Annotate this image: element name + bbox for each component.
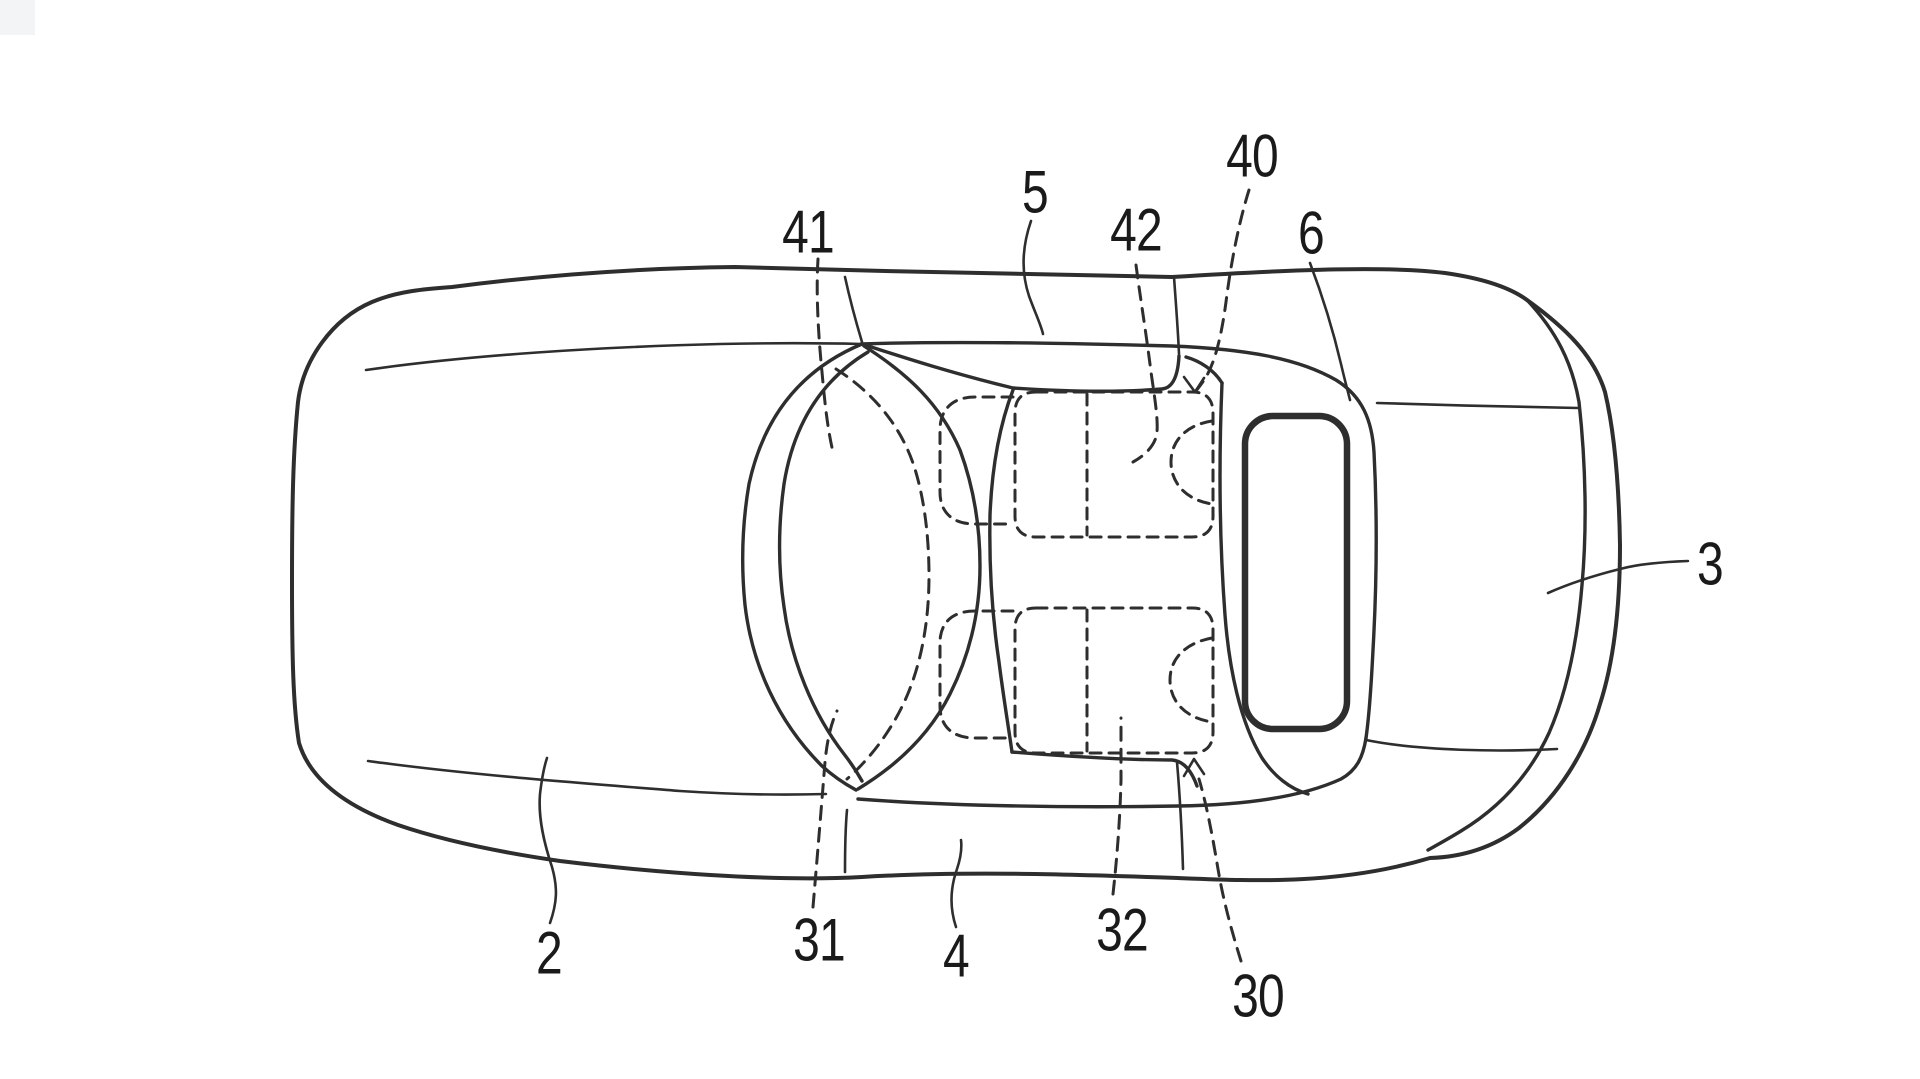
scan-corner-artifact	[0, 0, 35, 35]
leader-line-2	[538, 756, 558, 925]
leader-line-4	[950, 838, 963, 929]
windshield-inner-arc	[777, 350, 870, 783]
rear-deck-upper-line	[1375, 401, 1580, 410]
cowl-dashed-arc	[834, 367, 931, 781]
roof-panel-left-edge	[1218, 381, 1310, 796]
part-number-label-31: 31	[793, 906, 846, 974]
leader-line-31	[811, 709, 839, 909]
roof-panel-top-hook	[1184, 355, 1224, 385]
seat-upper-headrest	[1169, 419, 1214, 506]
part-number-label-41: 41	[782, 198, 835, 266]
car-body-outline	[290, 265, 1622, 883]
seat-lower-headrest	[1168, 636, 1214, 724]
leader-line-5	[1022, 219, 1045, 336]
leader-line-32	[1111, 716, 1123, 896]
part-number-label-2: 2	[536, 919, 563, 987]
hood-crease-lower	[366, 759, 828, 796]
visor-box-upper	[938, 395, 1015, 526]
seat-upper-outline	[1013, 390, 1215, 539]
door-seam-rear-bottom	[1175, 760, 1185, 871]
door-seam-front-top	[843, 275, 864, 344]
part-number-label-6: 6	[1298, 199, 1325, 267]
visor-box-lower	[938, 609, 1015, 740]
beltline-sweep	[859, 340, 1378, 740]
arrowhead-40	[1182, 375, 1206, 394]
part-number-label-42: 42	[1110, 196, 1163, 264]
cabin-bottom-edge	[1010, 750, 1199, 788]
part-number-label-32: 32	[1096, 896, 1149, 964]
leader-line-41	[815, 257, 835, 454]
rear-deck-lower-line	[1364, 738, 1559, 752]
windshield-outer-arc	[740, 342, 864, 792]
door-seam-rear-top	[1172, 275, 1181, 356]
leader-line-40	[1194, 188, 1251, 393]
cowl-band-inner	[988, 388, 1015, 754]
part-number-label-5: 5	[1022, 158, 1049, 226]
arrowhead-30	[1182, 757, 1206, 778]
part-number-label-4: 4	[943, 922, 970, 990]
part-number-label-30: 30	[1232, 962, 1285, 1030]
leader-line-30	[1197, 777, 1243, 963]
leader-line-3	[1546, 559, 1690, 595]
cowl-band-outer	[856, 344, 982, 791]
seat-lower-outline	[1013, 606, 1215, 755]
rocker-roof-bottom-line	[856, 736, 1368, 809]
hood-crease-upper	[364, 341, 863, 372]
part-number-label-40: 40	[1226, 122, 1279, 190]
cabin-top-edge	[860, 342, 1181, 393]
door-seam-front-bottom	[843, 808, 849, 874]
leader-line-42	[1131, 263, 1159, 464]
part-number-label-3: 3	[1697, 530, 1724, 598]
leader-line-6	[1308, 261, 1352, 402]
trunk-seam-line	[1426, 298, 1587, 852]
rear-window	[1241, 412, 1351, 733]
